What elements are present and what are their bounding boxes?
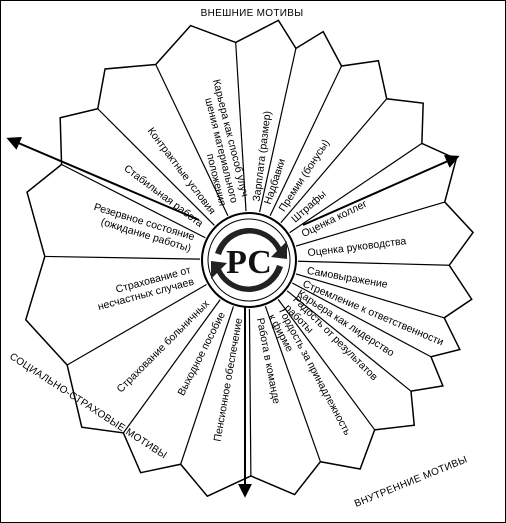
petal-divider [286,290,412,392]
arrow-upper-right [302,155,460,226]
petal-label-line: Страхование больничных [114,297,212,395]
petal-divider [235,42,247,212]
petal-divider [295,273,445,319]
label-internal-motives: ВНУТРЕННИЕ МОТИВЫ [353,454,469,509]
petal-divider [295,201,445,247]
petal-divider [269,65,343,217]
petal-divider [297,260,450,266]
petal-divider [97,108,215,226]
petal-divider [248,308,252,476]
petal-divider [280,98,388,224]
petal-shapes [24,19,475,498]
petal-divider [259,48,297,213]
petal-divider [155,64,229,217]
petal-divider [61,163,206,239]
petal-divider [66,283,207,366]
label-external-motives: ВНЕШНИЕ МОТИВЫ [201,8,304,19]
logo-arrow-top [215,228,287,259]
logo-arrow-bottom [211,261,283,292]
axis-arrows [6,136,460,498]
petal-divider [289,142,423,234]
center-logo: РС [201,212,297,308]
petal-divider [277,299,376,431]
petal-divider [180,306,235,465]
petal-label: Страхование больничных [114,297,212,395]
arrow-upper-left [6,136,200,221]
logo-text: РС [226,244,272,281]
petal-divider [122,299,221,434]
petal-divider [264,305,321,462]
petal-divider [44,255,201,260]
petal-divider [291,282,432,358]
